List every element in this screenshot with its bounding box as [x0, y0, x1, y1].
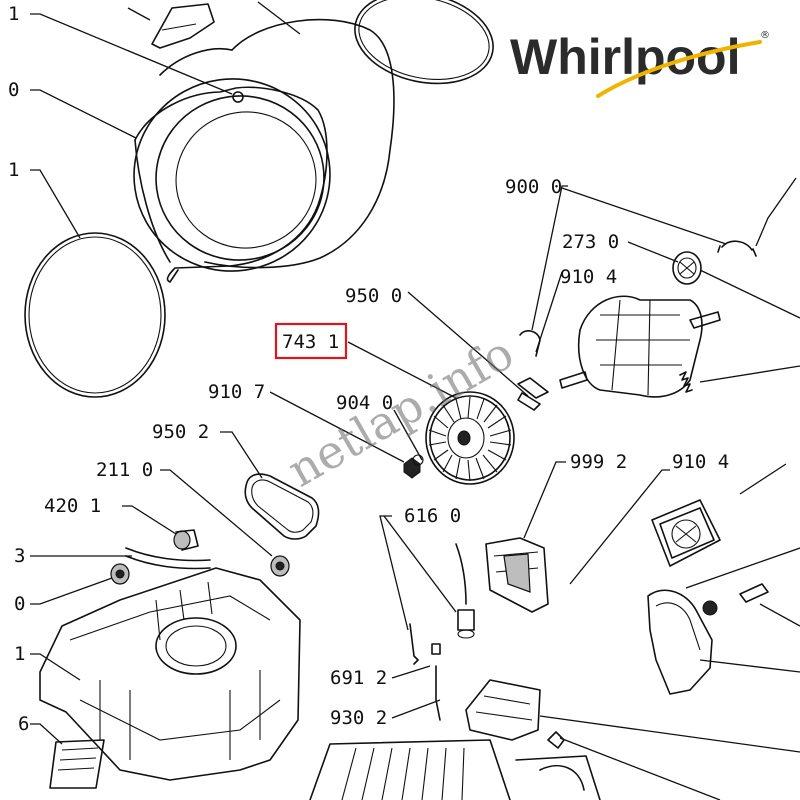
callout-3: 3	[14, 545, 25, 567]
motor-leaders	[269, 177, 800, 463]
blower-vanes	[428, 396, 512, 482]
filter-gasket	[244, 473, 320, 540]
heat-exchanger	[309, 739, 601, 800]
callout-labels: 1 0 1 900 0 273 0 910 4 950 0 743 1 910 …	[8, 3, 729, 735]
nut-910-7	[403, 454, 424, 479]
motor-assembly	[517, 240, 757, 411]
callout-1-top: 1	[8, 3, 19, 25]
callout-0-low: 0	[14, 593, 25, 615]
whirlpool-logo: Whirlpool ®	[510, 29, 770, 98]
drum-assembly	[24, 0, 494, 398]
right-housing	[647, 583, 800, 695]
blower-wheel	[425, 391, 515, 485]
callout-950-0: 950 0	[345, 285, 402, 307]
callout-1-low: 1	[14, 643, 25, 665]
base-housing	[39, 567, 301, 781]
callout-930-2: 930 2	[330, 707, 387, 729]
callout-950-2: 950 2	[152, 421, 209, 443]
sensor-leaders	[379, 515, 457, 719]
callout-273-0: 273 0	[562, 231, 619, 253]
callout-211-0: 211 0	[96, 459, 153, 481]
callout-420-1: 420 1	[44, 495, 101, 517]
duct-999	[485, 461, 566, 613]
filter-leaders	[30, 431, 273, 745]
highlight-box	[274, 322, 348, 360]
callout-1-left: 1	[8, 159, 19, 181]
callout-6: 6	[18, 713, 29, 735]
callout-904-0: 904 0	[336, 392, 393, 414]
drum-leaders	[30, 1, 301, 239]
callout-910-4-b: 910 4	[672, 451, 729, 473]
sensors	[409, 543, 475, 721]
callout-910-4-a: 910 4	[560, 266, 617, 288]
callout-900-0: 900 0	[505, 176, 562, 198]
callout-743-1: 743 1	[282, 331, 339, 353]
callout-616-0: 616 0	[404, 505, 461, 527]
registered-mark: ®	[760, 30, 770, 41]
brand-swoosh	[596, 40, 762, 98]
callout-691-2: 691 2	[330, 667, 387, 689]
brand-name: Whirlpool	[510, 29, 741, 85]
callout-999-2: 999 2	[570, 451, 627, 473]
control-module	[465, 679, 800, 800]
small-parts	[49, 529, 290, 789]
callout-0-left: 0	[8, 79, 19, 101]
cooling-fan	[569, 463, 800, 589]
callout-910-7: 910 7	[208, 381, 265, 403]
